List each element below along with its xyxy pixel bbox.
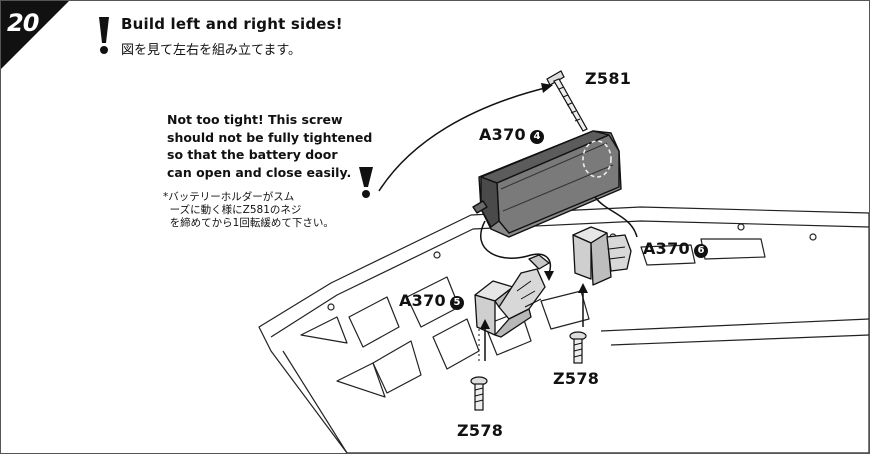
left-bracket-badge: 5	[449, 296, 464, 310]
right-bracket-code: A370	[643, 239, 690, 258]
instruction-title-japanese: 図を見て左右を組み立てます。	[121, 43, 302, 58]
right-bracket	[572, 226, 632, 286]
battery-holder-badge: 4	[529, 130, 544, 144]
note-warning-icon	[359, 167, 373, 198]
top-screw-z581	[546, 70, 588, 132]
label-lower-screw-left: Z578	[457, 421, 504, 440]
lower-screw-right	[569, 331, 587, 364]
tightening-note-japanese: *バッテリーホルダーがスム ーズに動く様にZ581のネジ を締めてから1回転緩め…	[163, 191, 334, 229]
chassis-plate	[258, 206, 869, 453]
assembly-arrows	[378, 83, 638, 361]
instruction-title: Build left and right sides!	[121, 15, 343, 33]
right-bracket-badge: 6	[693, 244, 708, 258]
step-number: 20	[7, 9, 39, 37]
step-number-tab	[1, 1, 69, 69]
tightening-note: Not too tight! This screw should not be …	[167, 112, 373, 180]
lower-screw-left	[470, 376, 488, 411]
label-lower-screw-right: Z578	[553, 369, 600, 388]
battery-holder	[472, 130, 622, 238]
warning-exclamation-icon	[99, 17, 109, 54]
left-bracket-code: A370	[399, 291, 446, 310]
battery-holder-code: A370	[479, 125, 526, 144]
left-bracket	[474, 254, 550, 338]
label-top-screw: Z581	[585, 69, 632, 88]
